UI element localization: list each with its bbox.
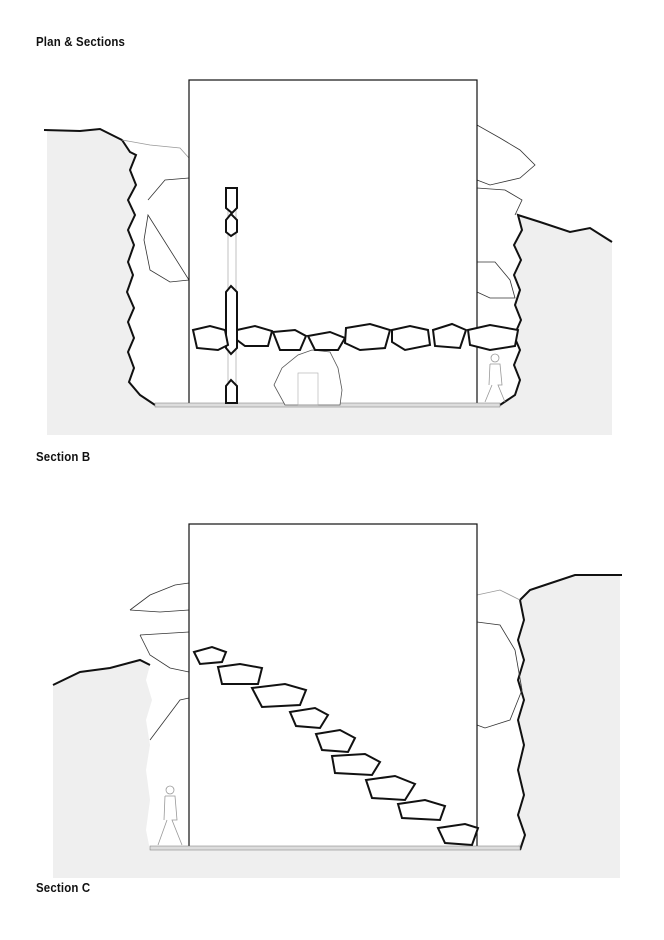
page-title: Plan & Sections [36,34,126,49]
section-c-label: Section C [36,880,91,895]
section-b-drawing [43,79,613,435]
person-figure [157,785,183,846]
section-c-ground [53,575,620,878]
section-c-volume [188,523,478,849]
section-b-ground [47,129,612,435]
section-b-volume [188,79,478,406]
section-c-drawing [52,523,622,878]
person-figure [484,353,506,403]
section-b-label: Section B [36,449,91,464]
